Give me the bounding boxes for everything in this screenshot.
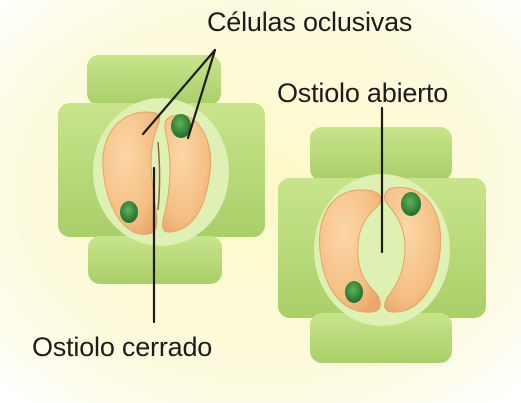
closed-pore-label: Ostiolo cerrado (32, 332, 212, 362)
guard-cells-label: Células oclusivas (207, 7, 412, 37)
open-pore-label: Ostiolo abierto (277, 78, 448, 108)
chloroplast (120, 201, 138, 223)
chloroplast (345, 281, 363, 303)
chloroplast (401, 192, 421, 216)
